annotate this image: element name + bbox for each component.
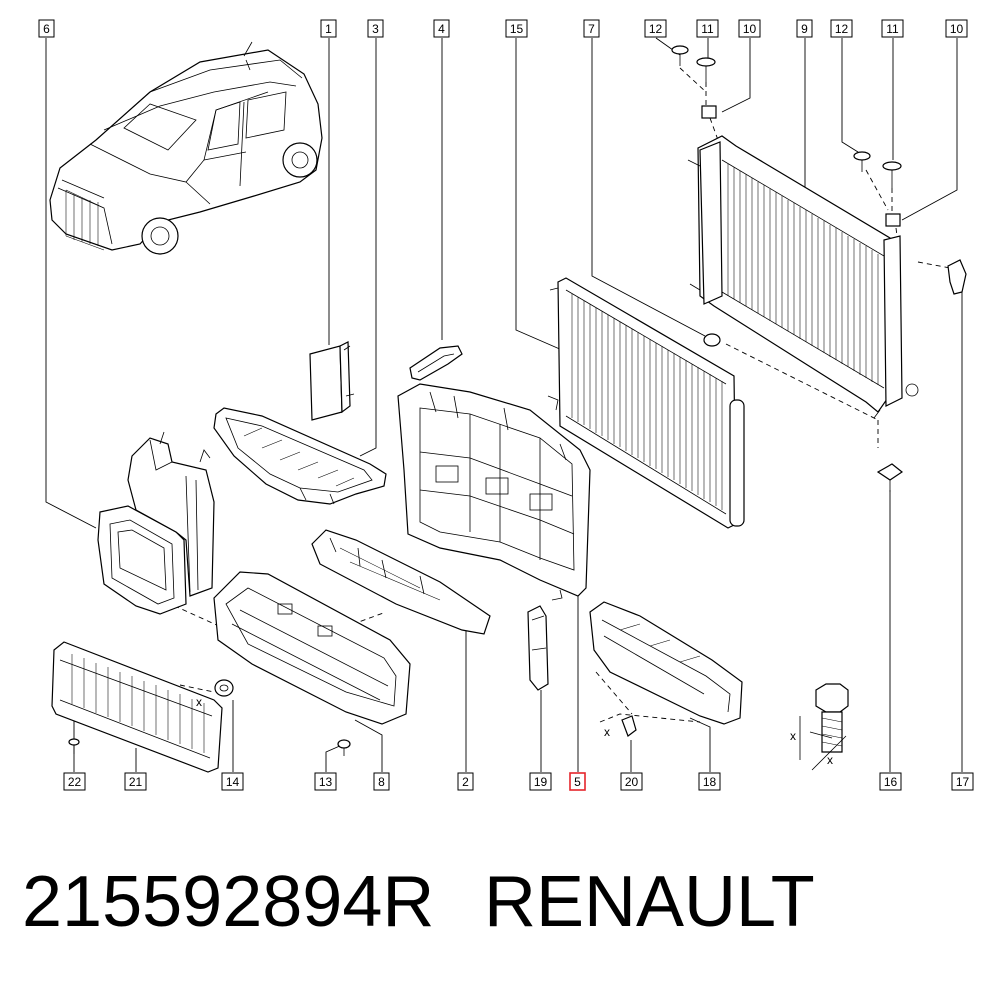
dimension-mark-x: x bbox=[196, 695, 202, 709]
callout-15-text: 15 bbox=[510, 22, 524, 36]
part-1-bracket bbox=[309, 341, 355, 421]
callout-20: 20 bbox=[620, 772, 643, 791]
callout-14: 14 bbox=[221, 772, 244, 791]
callout-3: 3 bbox=[367, 19, 384, 38]
part-19-side-bracket bbox=[527, 605, 549, 691]
part-7-rubber-mount bbox=[703, 333, 721, 347]
callout-20-text: 20 bbox=[625, 775, 639, 789]
callout-19: 19 bbox=[529, 772, 552, 791]
part-11-bolt-a bbox=[696, 57, 716, 82]
part-2-lower-deflector bbox=[311, 529, 491, 635]
callout-12b: 12 bbox=[830, 19, 853, 38]
callout-7-text: 7 bbox=[588, 22, 595, 36]
callout-12a: 12 bbox=[644, 19, 667, 38]
part-21-grille bbox=[51, 641, 223, 773]
part-9-radiator bbox=[687, 135, 919, 419]
callout-9-text: 9 bbox=[801, 22, 808, 36]
vehicle-location-icon bbox=[49, 41, 323, 255]
exploded-parts-diagram: 6 1 3 4 15 7 12 11 10 9 12 11 10 22 21 1… bbox=[38, 19, 974, 791]
callout-10a: 10 bbox=[738, 19, 761, 38]
callout-8-text: 8 bbox=[378, 775, 385, 789]
callout-6: 6 bbox=[38, 19, 55, 38]
callout-22: 22 bbox=[63, 772, 86, 791]
part-16-lower-mount bbox=[876, 463, 904, 492]
callout-10b: 10 bbox=[945, 19, 968, 38]
part-20-clip bbox=[621, 715, 637, 737]
callout-3-text: 3 bbox=[372, 22, 379, 36]
callout-13-text: 13 bbox=[319, 775, 333, 789]
callout-12b-text: 12 bbox=[835, 22, 849, 36]
part-10-nut-b bbox=[885, 213, 901, 227]
part-22-screw bbox=[68, 738, 80, 754]
callout-22-text: 22 bbox=[68, 775, 82, 789]
callout-11a: 11 bbox=[696, 19, 719, 38]
callout-10b-text: 10 bbox=[950, 22, 964, 36]
callout-9: 9 bbox=[796, 19, 813, 38]
brand-caption: RENAULT bbox=[484, 862, 815, 942]
dimension-mark-x: x bbox=[827, 753, 833, 767]
part-number-caption: 215592894R bbox=[22, 862, 435, 942]
leader-lines bbox=[45, 37, 963, 772]
callout-5-text: 5 bbox=[574, 775, 581, 789]
callout-8: 8 bbox=[373, 772, 390, 791]
part-3-upper-air-guide bbox=[213, 407, 387, 505]
callout-1-text: 1 bbox=[325, 22, 332, 36]
callout-13: 13 bbox=[314, 772, 337, 791]
callout-5: 5 bbox=[569, 772, 586, 791]
part-18-lower-deflector-right bbox=[589, 601, 743, 725]
part-15-condenser bbox=[547, 277, 745, 529]
callout-4: 4 bbox=[433, 19, 450, 38]
callout-16-text: 16 bbox=[884, 775, 898, 789]
callout-11a-text: 11 bbox=[701, 22, 714, 36]
part-14-grommet bbox=[214, 679, 234, 697]
dimension-mark-x: x bbox=[790, 729, 796, 743]
callout-14-text: 14 bbox=[226, 775, 240, 789]
callout-16: 16 bbox=[879, 772, 902, 791]
callout-21: 21 bbox=[124, 772, 147, 791]
callout-2-text: 2 bbox=[462, 775, 469, 789]
callout-2: 2 bbox=[457, 772, 474, 791]
callout-labels: 6 1 3 4 15 7 12 11 10 9 12 11 10 22 21 1… bbox=[38, 19, 974, 791]
callout-11b: 11 bbox=[881, 19, 904, 38]
part-12-screw-a bbox=[671, 45, 689, 66]
part-11-bolt-b bbox=[882, 161, 902, 188]
callout-12a-text: 12 bbox=[649, 22, 663, 36]
part-12-screw-b bbox=[853, 151, 871, 172]
dimension-marks: x x x x bbox=[196, 695, 833, 767]
callout-18-text: 18 bbox=[703, 775, 717, 789]
callout-15: 15 bbox=[505, 19, 528, 38]
callout-11b-text: 11 bbox=[886, 22, 899, 36]
part-4-seal bbox=[409, 345, 463, 381]
part-6-air-duct bbox=[97, 431, 215, 615]
callout-6-text: 6 bbox=[43, 22, 50, 36]
callout-10a-text: 10 bbox=[743, 22, 757, 36]
part-5-front-end-carrier bbox=[397, 383, 591, 601]
callout-4-text: 4 bbox=[438, 22, 445, 36]
callout-1: 1 bbox=[320, 19, 337, 38]
callout-21-text: 21 bbox=[129, 775, 143, 789]
part-8-lower-shroud bbox=[213, 571, 411, 725]
part-17-clip bbox=[947, 259, 967, 295]
callout-17-text: 17 bbox=[956, 775, 970, 789]
callout-17: 17 bbox=[951, 772, 974, 791]
dimension-mark-x: x bbox=[604, 725, 610, 739]
callout-19-text: 19 bbox=[534, 775, 548, 789]
callout-7: 7 bbox=[583, 19, 600, 38]
bolt-detail bbox=[799, 683, 849, 771]
part-10-nut-a bbox=[701, 105, 717, 119]
part-13-screw bbox=[337, 739, 351, 756]
callout-18: 18 bbox=[698, 772, 721, 791]
